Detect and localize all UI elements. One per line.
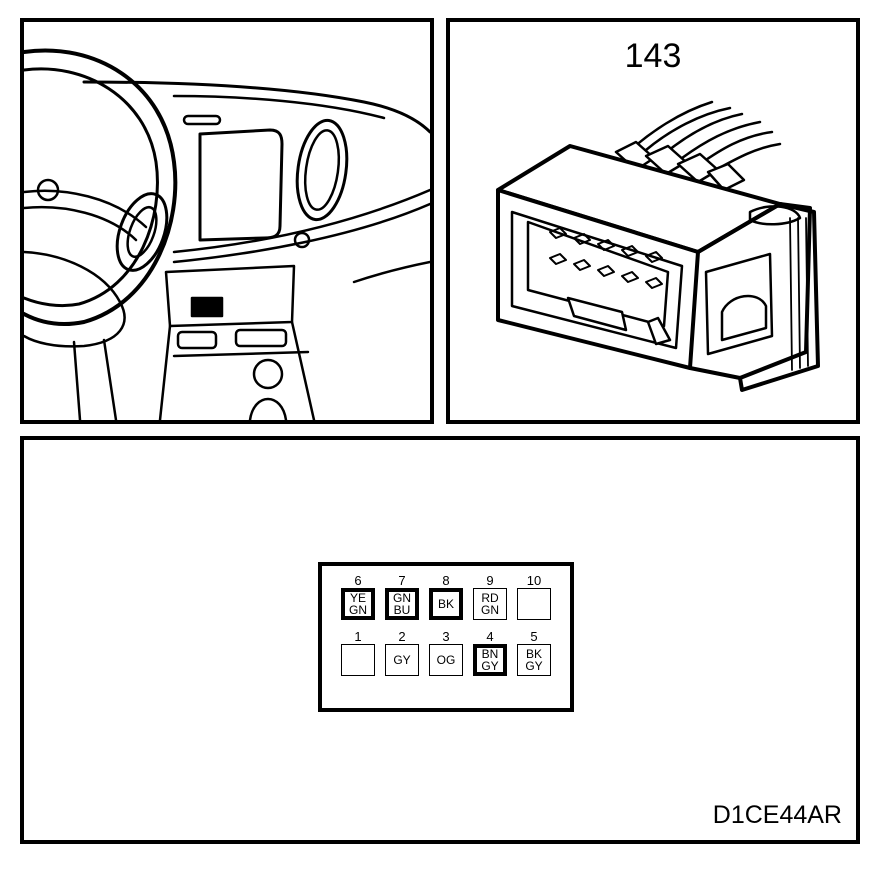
connector-view: 143 bbox=[446, 18, 860, 424]
wire-color-code: BU bbox=[393, 603, 411, 617]
pin-cavity bbox=[341, 644, 375, 676]
wire-color-code: GN bbox=[393, 591, 411, 605]
dashboard-illustration bbox=[24, 48, 430, 420]
pin-cavity: BK bbox=[429, 588, 463, 620]
wire-color-code: RD bbox=[481, 591, 499, 605]
wire-color-code: GY bbox=[393, 653, 411, 667]
connector-illustration bbox=[496, 100, 820, 392]
wire-color-code: GN bbox=[349, 603, 367, 617]
wire-color-code: GN bbox=[481, 603, 499, 617]
wire-color-code: GY bbox=[525, 659, 543, 673]
connector-number: 143 bbox=[624, 37, 682, 75]
pin-cavity: OG bbox=[429, 644, 463, 676]
figure-id: D1CE44AR bbox=[712, 801, 842, 829]
pin-number: 4 bbox=[486, 629, 494, 644]
pin-number: 2 bbox=[398, 629, 406, 644]
pin-number: 10 bbox=[526, 573, 542, 588]
pin-number: 9 bbox=[486, 573, 494, 588]
pin-number: 1 bbox=[354, 629, 362, 644]
wire-color-code: BK bbox=[437, 597, 454, 611]
pin-number: 7 bbox=[398, 573, 406, 588]
wire-color-code: OG bbox=[436, 653, 456, 667]
wire-color-code: YE bbox=[349, 591, 366, 605]
wire-color-code: GY bbox=[481, 659, 499, 673]
wire-color-code: BN bbox=[481, 647, 499, 661]
pin-1: 1 bbox=[340, 630, 376, 676]
dashboard-location-view bbox=[20, 18, 434, 424]
pin-10: 10 bbox=[516, 574, 552, 620]
pin-number: 3 bbox=[442, 629, 450, 644]
pin-cavity: GY bbox=[385, 644, 419, 676]
pin-cavity bbox=[517, 588, 551, 620]
pin-number: 8 bbox=[442, 573, 450, 588]
wire-color-code: BK bbox=[525, 647, 542, 661]
pin-number: 6 bbox=[354, 573, 362, 588]
pin-number: 5 bbox=[530, 629, 538, 644]
